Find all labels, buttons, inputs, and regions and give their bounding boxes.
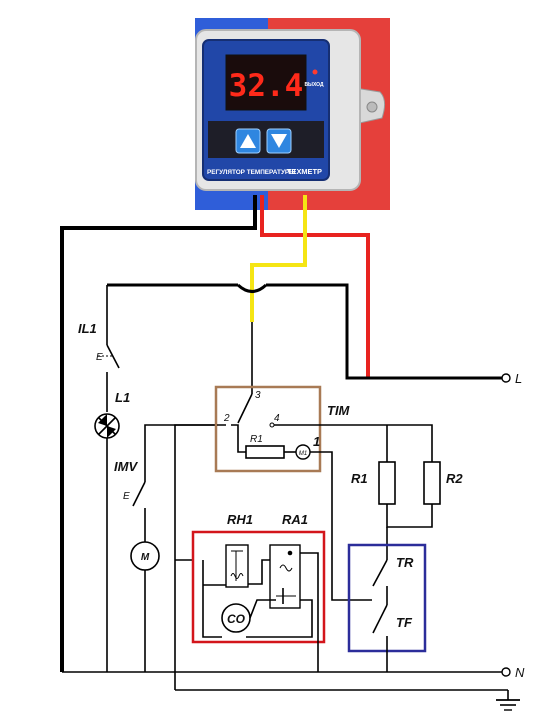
tr-contact [372,559,388,587]
pin2-label: 2 [223,413,230,424]
heater-join-wire [386,504,433,528]
relay-box [191,530,326,644]
relay-wire-a [202,560,222,638]
output-indicator-led [312,69,318,75]
compressor-label: CO [227,612,246,626]
yellow-wire [250,195,307,322]
l1-lamp [94,413,120,439]
tf-contact [372,604,388,634]
triangle-up-icon [240,134,256,148]
l1-label: L1 [115,390,130,405]
imv-label: IMV [114,459,138,474]
timer-resistor [245,445,285,459]
relay-wire-b [249,599,276,619]
ra1-label: RA1 [282,512,308,527]
imv-switch-blade [132,481,146,507]
ground-symbol [496,690,520,711]
heater-r1 [378,461,396,505]
red-wire [260,195,370,378]
neutral-terminal-label: N [515,665,525,680]
ground-drop-wire [174,424,218,690]
controller-display [225,54,307,111]
tim-label: TIM [327,403,351,418]
button-panel [208,121,324,158]
relay-return-wire [300,552,319,672]
fan-motor-letter: M [141,552,150,563]
il1-label: IL1 [78,321,97,336]
heater-r2 [423,461,441,505]
ra1-relay [269,544,301,609]
relay-common-wire [246,599,313,638]
r2-label: R2 [446,471,463,486]
rh1-label: RH1 [227,512,253,527]
il1-actuator-letter: E [96,352,103,363]
black-wire-main [60,195,257,672]
line-terminal [501,373,511,383]
timer-pin2-wire [231,424,246,453]
neutral-terminal [501,667,511,677]
timer-motor-label: M1 [299,451,307,457]
pin3-label: 3 [255,390,261,401]
timer-box [214,385,322,473]
controller-display-value: 32.4 [229,68,304,104]
triangle-down-icon [271,134,287,148]
temperature-controller: 32.4 ВЫХОД РЕГУЛЯТОР ТЕМПЕРАТУРЫ TEXMETP [195,18,390,210]
pin4-label: 4 [274,413,280,424]
timer-pin4-wire [274,424,433,467]
il1-switch-blade [106,344,120,369]
timer-switch-blade [237,393,253,424]
rh1-coil [230,573,244,579]
relay-wire-c [248,559,270,585]
rh1-relay [225,544,249,588]
controller-label: РЕГУЛЯТОР ТЕМПЕРАТУРЫ [207,169,295,176]
wire-crossover [236,283,268,293]
line-bus [266,283,503,380]
output-indicator-label: ВЫХОД [304,82,324,88]
ra1-terminal [287,550,293,556]
line-terminal-label: L [515,371,522,386]
tf-label: TF [396,615,413,630]
timer-resistor-label: R1 [250,434,263,445]
controller-brand: TEXMETP [287,167,322,176]
timer-out-wire [310,451,372,601]
ra1-coil [279,564,293,572]
r1-label: R1 [351,471,368,486]
mount-hole [366,101,378,113]
imv-actuator-letter: E [123,491,130,502]
motor-feed-wire [144,424,226,482]
pin1-label: 1 [313,434,320,449]
tr-label: TR [396,555,414,570]
